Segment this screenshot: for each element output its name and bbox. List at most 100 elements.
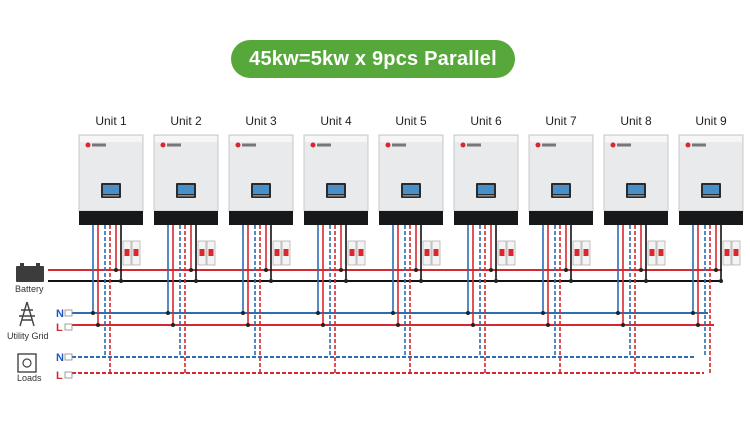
logo-icon — [535, 142, 541, 148]
junction-dot — [546, 323, 550, 327]
battery-label: Battery — [15, 284, 44, 294]
junction-dot — [171, 323, 175, 327]
inverter-top-band — [230, 136, 292, 142]
display-screen — [628, 185, 644, 194]
terminal-plug — [64, 353, 73, 361]
inverter-body — [528, 134, 594, 212]
terminal-label: N — [56, 308, 64, 320]
junction-dot — [339, 268, 343, 272]
junction-dot — [396, 323, 400, 327]
inverter-unit: Unit 6 — [453, 114, 519, 373]
logo-icon — [310, 142, 316, 148]
inverter-base — [304, 211, 368, 225]
junction-dot — [189, 268, 193, 272]
logo-text-mark — [92, 143, 106, 147]
logo-icon — [235, 142, 241, 148]
battery-icon — [16, 266, 44, 282]
display-screen — [103, 185, 119, 194]
unit-label: Unit 2 — [170, 114, 202, 128]
inverter-unit: Unit 4 — [303, 114, 369, 373]
terminal-plug — [64, 309, 73, 317]
junction-dot — [466, 311, 470, 315]
display-buttons — [478, 195, 494, 197]
display-buttons — [328, 195, 344, 197]
dc-breaker-toggle — [508, 249, 514, 256]
unit-label: Unit 4 — [320, 114, 352, 128]
display-buttons — [553, 195, 569, 197]
inverter-top-band — [680, 136, 742, 142]
dc-breaker-toggle — [499, 249, 505, 256]
inverter-top-band — [80, 136, 142, 142]
junction-dot — [719, 279, 723, 283]
junction-dot — [471, 323, 475, 327]
dc-breaker-toggle — [658, 249, 664, 256]
logo-icon — [385, 142, 391, 148]
display-screen — [703, 185, 719, 194]
utility-grid-label: Utility Grid — [7, 331, 49, 341]
junction-dot — [91, 311, 95, 315]
display-screen — [253, 185, 269, 194]
dc-breaker-toggle — [349, 249, 355, 256]
inverter-unit: Unit 3 — [228, 114, 294, 373]
battery-terminal — [20, 263, 24, 266]
inverter-base — [454, 211, 518, 225]
inverter-base — [529, 211, 593, 225]
inverter-top-band — [380, 136, 442, 142]
junction-dot — [541, 311, 545, 315]
logo-text-mark — [167, 143, 181, 147]
dc-breaker-toggle — [208, 249, 214, 256]
inverter-top-band — [155, 136, 217, 142]
logo-icon — [685, 142, 691, 148]
junction-dot — [644, 279, 648, 283]
dc-breaker-toggle — [274, 249, 280, 256]
display-buttons — [103, 195, 119, 197]
junction-dot — [564, 268, 568, 272]
junction-dot — [246, 323, 250, 327]
logo-icon — [85, 142, 91, 148]
junction-dot — [691, 311, 695, 315]
junction-dot — [316, 311, 320, 315]
loads-label: Loads — [17, 373, 42, 383]
unit-label: Unit 5 — [395, 114, 427, 128]
loads-icon — [17, 353, 37, 373]
dc-breaker-toggle — [583, 249, 589, 256]
display-buttons — [253, 195, 269, 197]
battery-terminal — [36, 263, 40, 266]
dc-breaker-toggle — [133, 249, 139, 256]
inverter-top-band — [530, 136, 592, 142]
inverter-top-band — [305, 136, 367, 142]
dc-breaker-toggle — [433, 249, 439, 256]
inverter-base — [229, 211, 293, 225]
terminal-label: N — [56, 352, 64, 364]
junction-dot — [96, 323, 100, 327]
unit-label: Unit 7 — [545, 114, 577, 128]
inverter-unit: Unit 5 — [378, 114, 444, 373]
inverter-body — [678, 134, 744, 212]
inverter-unit: Unit 1 — [78, 114, 144, 373]
junction-dot — [264, 268, 268, 272]
inverter-unit: Unit 8 — [603, 114, 669, 373]
junction-dot — [241, 311, 245, 315]
display-screen — [178, 185, 194, 194]
loads-icon-dial — [22, 358, 32, 368]
inverter-body — [153, 134, 219, 212]
diagram-title: 45kw=5kw x 9pcs Parallel — [231, 40, 515, 78]
logo-icon — [160, 142, 166, 148]
unit-label: Unit 1 — [95, 114, 127, 128]
inverter-base — [379, 211, 443, 225]
inverter-base — [679, 211, 743, 225]
dc-breaker-toggle — [733, 249, 739, 256]
junction-dot — [714, 268, 718, 272]
display-screen — [403, 185, 419, 194]
inverter-unit: Unit 2 — [153, 114, 219, 373]
junction-dot — [696, 323, 700, 327]
inverter-body — [603, 134, 669, 212]
dc-breaker-toggle — [199, 249, 205, 256]
inverter-body — [78, 134, 144, 212]
logo-text-mark — [542, 143, 556, 147]
terminal-label: L — [56, 322, 63, 334]
junction-dot — [321, 323, 325, 327]
display-screen — [478, 185, 494, 194]
